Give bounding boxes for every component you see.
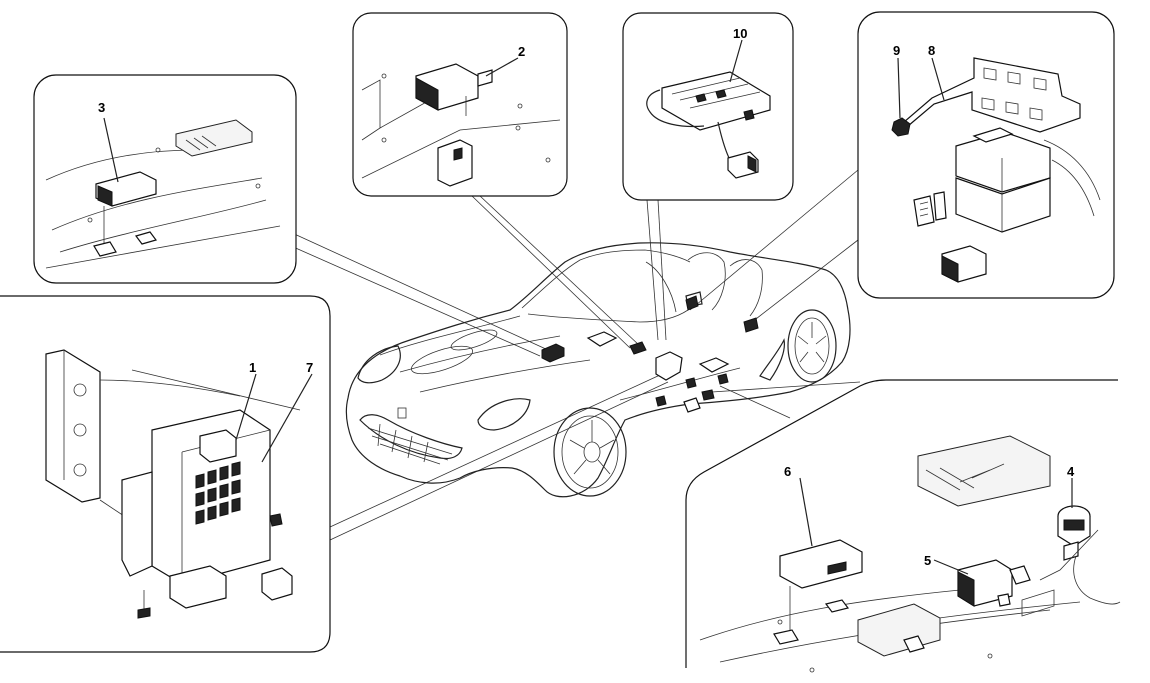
part-number-8: 8 bbox=[928, 43, 935, 58]
callout-panel-part-3: 3 bbox=[33, 74, 297, 284]
fuse-grid bbox=[195, 461, 241, 525]
part-number-7: 7 bbox=[306, 360, 313, 375]
part-number-4: 4 bbox=[1067, 464, 1075, 479]
callout-panel-parts-4-5-6: 4 5 6 bbox=[685, 379, 1121, 673]
callout-panel-part-2: 2 bbox=[352, 12, 568, 197]
part-number-1: 1 bbox=[249, 360, 256, 375]
callout-panel-parts-8-9: 9 8 bbox=[857, 11, 1115, 299]
car-illustration bbox=[345, 242, 851, 498]
callout-panel-parts-1-7: 1 7 bbox=[0, 295, 331, 653]
part-number-9: 9 bbox=[893, 43, 900, 58]
part-number-3: 3 bbox=[98, 100, 105, 115]
part-number-5: 5 bbox=[924, 553, 931, 568]
part-number-2: 2 bbox=[518, 44, 525, 59]
callout-leader-lines bbox=[281, 169, 861, 541]
part-number-10: 10 bbox=[733, 26, 747, 41]
callout-panel-part-10: 10 bbox=[622, 12, 794, 201]
part-number-6: 6 bbox=[784, 464, 791, 479]
car-mounted-components bbox=[541, 295, 759, 413]
